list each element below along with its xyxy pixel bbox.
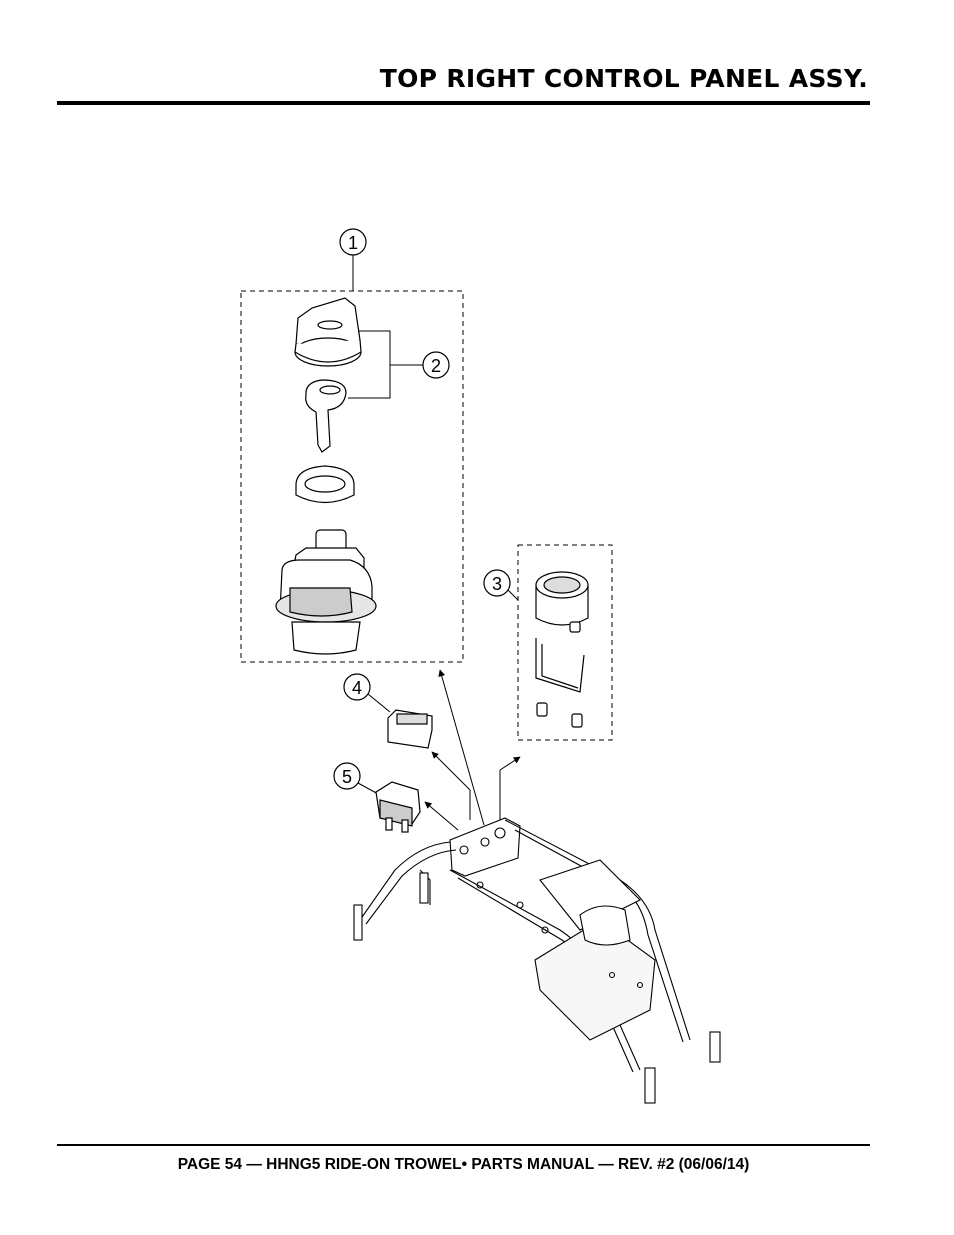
rocker-switch: [375, 781, 421, 833]
ignition-key: [305, 379, 347, 453]
footer-rule: [57, 1144, 870, 1146]
mounting-nut: [295, 465, 355, 504]
page-footer: PAGE 54 — HHNG5 RIDE-ON TROWEL• PARTS MA…: [177, 1156, 750, 1173]
callout-4: 4: [343, 673, 391, 713]
meter-nuts: [536, 702, 583, 728]
hour-meter-group-box: [517, 544, 613, 741]
callout-3-label: 3: [492, 574, 502, 594]
header-rule: [57, 101, 870, 105]
control-panel-frame: [353, 817, 721, 1104]
arrow-rocker: [424, 801, 459, 831]
callout-2: 2: [348, 330, 450, 399]
callout-1-label: 1: [348, 233, 358, 253]
callout-3: 3: [483, 569, 519, 601]
page-title: TOP RIGHT CONTROL PANEL ASSY.: [379, 64, 868, 93]
arrow-hour-meter-b: [499, 756, 521, 771]
key-switch-cap: [294, 297, 362, 367]
key-switch-body: [275, 529, 377, 655]
callout-5: 5: [333, 762, 381, 796]
callout-1: 1: [339, 228, 367, 291]
callout-2-label: 2: [431, 356, 441, 376]
callout-4-label: 4: [352, 678, 362, 698]
callout-5-label: 5: [342, 767, 352, 787]
hour-meter: [535, 571, 589, 633]
meter-bracket: [535, 638, 585, 693]
arrow-indicator-b: [431, 751, 471, 791]
ignition-switch-group-box: [240, 290, 464, 663]
arrow-key-switch: [438, 669, 485, 826]
indicator-light: [387, 709, 433, 749]
